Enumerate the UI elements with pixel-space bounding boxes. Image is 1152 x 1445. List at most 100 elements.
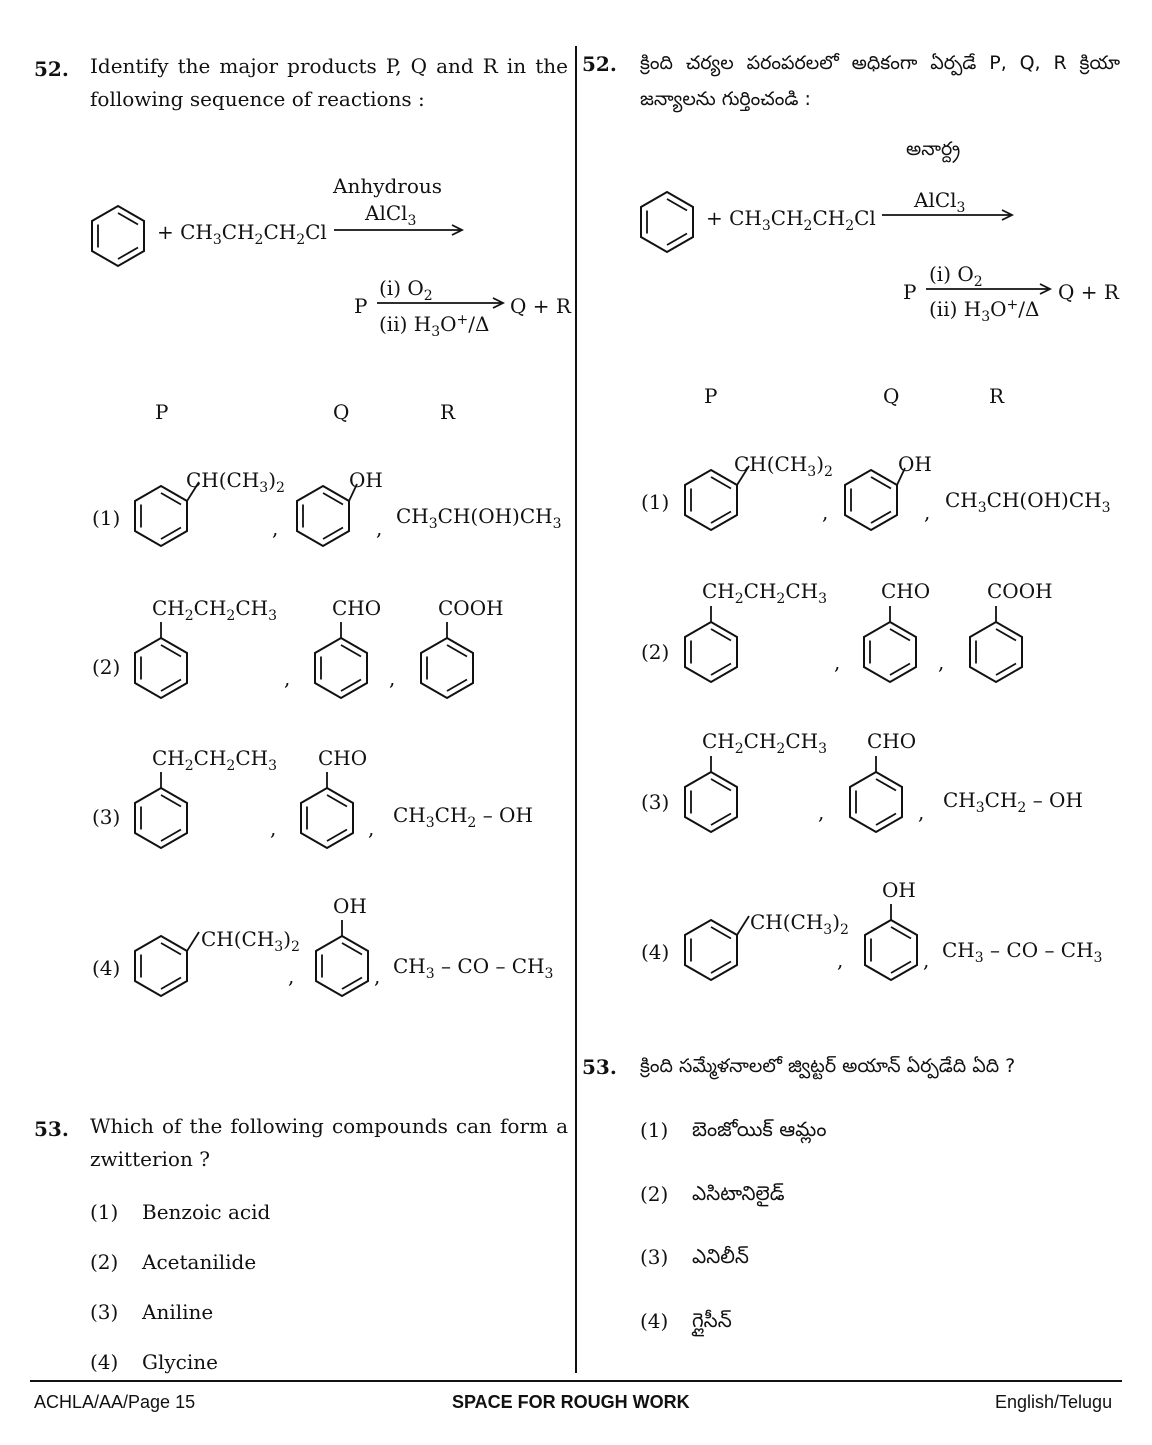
option-number: (3) bbox=[640, 1245, 669, 1269]
comma: , bbox=[376, 516, 383, 540]
column-divider bbox=[575, 46, 577, 1373]
reactant: + CH3CH2CH2Cl bbox=[706, 206, 876, 234]
comma: , bbox=[288, 964, 295, 988]
reagent: AlCl3 bbox=[914, 188, 966, 216]
benzene-ring-reactant bbox=[640, 191, 694, 253]
option-number: (3) bbox=[92, 805, 121, 829]
step2-start: P bbox=[354, 294, 368, 318]
option-text: Acetanilide bbox=[142, 1250, 257, 1274]
option-number: (3) bbox=[641, 790, 670, 814]
step2-reagent-top: (i) O2 bbox=[379, 276, 433, 304]
comma: , bbox=[938, 650, 945, 674]
question-text: Which of the following compounds can for… bbox=[90, 1114, 568, 1171]
option-r: CH3CH(OH)CH3 bbox=[945, 488, 1111, 516]
option-text: ఎనిలీన్ bbox=[692, 1244, 749, 1268]
question-text: క్రింది చర్యల పరంపరలలో అధికంగా ఏర్పడే P,… bbox=[640, 52, 1120, 110]
question-number: 52. bbox=[582, 52, 617, 76]
option-p-substituent: CH2CH2CH3 bbox=[152, 746, 278, 774]
footer-rough-work: SPACE FOR ROUGH WORK bbox=[452, 1392, 690, 1412]
benzene-ring bbox=[134, 931, 200, 997]
header-r: R bbox=[989, 384, 1005, 408]
comma: , bbox=[368, 816, 375, 840]
comma: , bbox=[837, 948, 844, 972]
reaction-arrow bbox=[377, 297, 506, 309]
reaction-arrow bbox=[926, 283, 1053, 295]
benzene-ring bbox=[864, 904, 918, 981]
benzene-ring bbox=[684, 756, 738, 833]
option-number: (4) bbox=[92, 956, 121, 980]
option-r: CH3CH2 – OH bbox=[943, 788, 1083, 816]
header-r: R bbox=[440, 400, 456, 424]
option-q-substituent: CHO bbox=[881, 579, 931, 603]
reagent-label: Anhydrous bbox=[333, 174, 443, 198]
option-p-substituent: CH2CH2CH3 bbox=[702, 579, 828, 607]
question-text: Identify the major products P, Q and R i… bbox=[90, 54, 568, 111]
reactant: + CH3CH2CH2Cl bbox=[157, 220, 327, 248]
option-number: (2) bbox=[641, 640, 670, 664]
option-p-substituent: CH2CH2CH3 bbox=[702, 729, 828, 757]
option-q-substituent: OH bbox=[333, 894, 367, 918]
comma: , bbox=[389, 666, 396, 690]
benzene-ring-reactant bbox=[91, 205, 145, 267]
option-q-substituent: CHO bbox=[332, 596, 382, 620]
comma: , bbox=[834, 650, 841, 674]
option-number: (3) bbox=[90, 1300, 119, 1324]
benzene-ring bbox=[849, 756, 903, 833]
option-q-substituent: CHO bbox=[318, 746, 368, 770]
benzene-ring bbox=[134, 772, 188, 849]
question-number: 53. bbox=[34, 1117, 69, 1141]
option-p-substituent: CH(CH3)2 bbox=[186, 468, 285, 496]
step2-reagent-top: (i) O2 bbox=[929, 262, 983, 290]
option-r: CH3 – CO – CH3 bbox=[942, 938, 1103, 966]
option-text: ఎసిటానిలైడ్ bbox=[692, 1181, 785, 1205]
comma: , bbox=[374, 964, 381, 988]
option-p-substituent: CH(CH3)2 bbox=[201, 927, 300, 955]
option-p-substituent: CH(CH3)2 bbox=[734, 452, 833, 480]
step2-reagent-bottom: (ii) H3O+/Δ bbox=[929, 297, 1040, 325]
option-number: (1) bbox=[640, 1118, 669, 1142]
option-text: గ్లైసీన్ bbox=[692, 1308, 732, 1332]
option-text: బెంజోయిక్ ఆమ్లం bbox=[692, 1117, 827, 1141]
footer-language: English/Telugu bbox=[995, 1392, 1113, 1412]
question-text: క్రింది సమ్మేళనాలలో జ్విట్టర్ అయాన్ ఏర్ప… bbox=[640, 1055, 1016, 1077]
option-q-substituent: CHO bbox=[867, 729, 917, 753]
benzene-ring bbox=[315, 920, 369, 997]
comma: , bbox=[923, 948, 930, 972]
header-p: P bbox=[704, 384, 718, 408]
header-q: Q bbox=[333, 400, 350, 424]
option-r-substituent: COOH bbox=[438, 596, 504, 620]
benzene-ring bbox=[296, 483, 358, 547]
reagent: AlCl3 bbox=[365, 201, 417, 229]
benzene-ring bbox=[684, 915, 750, 981]
option-number: (4) bbox=[640, 1309, 669, 1333]
benzene-ring bbox=[134, 481, 200, 547]
option-q-substituent: OH bbox=[898, 452, 932, 476]
option-number: (2) bbox=[90, 1250, 119, 1274]
benzene-ring bbox=[134, 622, 188, 699]
option-q-substituent: OH bbox=[349, 468, 383, 492]
option-number: (2) bbox=[92, 655, 121, 679]
option-r: CH3CH2 – OH bbox=[393, 803, 533, 831]
option-text: Glycine bbox=[142, 1350, 218, 1374]
benzene-ring bbox=[863, 606, 917, 683]
step2-product: Q + R bbox=[1058, 280, 1119, 304]
option-number: (1) bbox=[641, 490, 670, 514]
option-number: (4) bbox=[90, 1350, 119, 1374]
question-number: 52. bbox=[34, 57, 69, 81]
comma: , bbox=[918, 800, 925, 824]
comma: , bbox=[284, 666, 291, 690]
comma: , bbox=[818, 800, 825, 824]
comma: , bbox=[822, 500, 829, 524]
option-p-substituent: CH(CH3)2 bbox=[750, 910, 849, 938]
benzene-ring bbox=[684, 465, 750, 531]
option-q-substituent: OH bbox=[882, 878, 916, 902]
step2-product: Q + R bbox=[510, 294, 571, 318]
option-text: Benzoic acid bbox=[142, 1200, 271, 1224]
option-r: CH3 – CO – CH3 bbox=[393, 954, 554, 982]
header-p: P bbox=[155, 400, 169, 424]
benzene-ring bbox=[420, 622, 474, 699]
benzene-ring bbox=[844, 467, 906, 531]
option-p-substituent: CH2CH2CH3 bbox=[152, 596, 278, 624]
benzene-ring bbox=[684, 606, 738, 683]
option-number: (4) bbox=[641, 940, 670, 964]
